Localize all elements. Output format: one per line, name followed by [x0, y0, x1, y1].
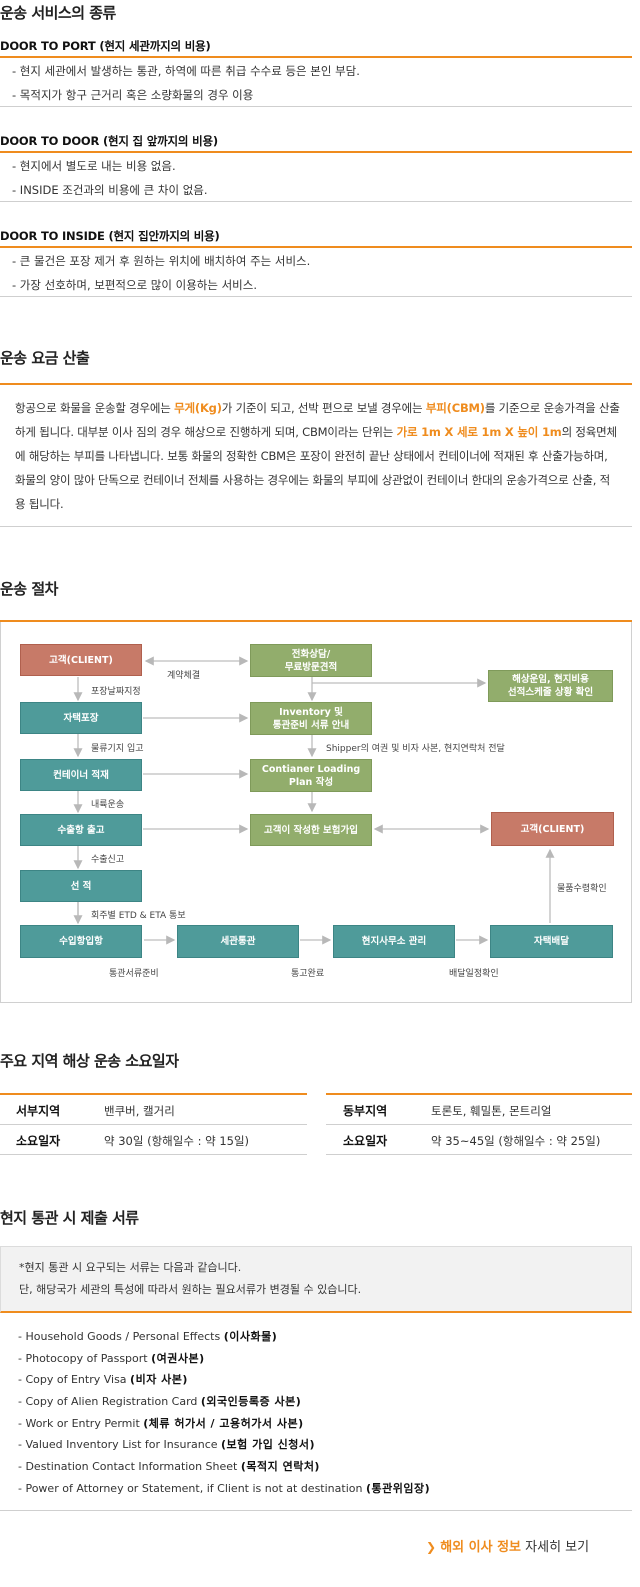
warehouse-label: 물류기지 입고: [91, 744, 144, 754]
documents-title: 현지 통관 시 제출 서류: [0, 1209, 139, 1227]
more-info-link[interactable]: ❯ 해외 이사 정보 자세히 보기: [426, 1536, 589, 1555]
divider: [0, 526, 632, 527]
divider: [0, 1154, 307, 1155]
document-item: - Copy of Entry Visa (비자 사본): [18, 1373, 188, 1386]
notice-line: 단, 해당국가 세관의 특성에 따라서 원하는 필요서류가 변경될 수 있습니다…: [19, 1283, 362, 1296]
document-item: - Photocopy of Passport (여권사본): [18, 1352, 205, 1365]
list-item: - 큰 물건은 포장 제거 후 원하는 위치에 배치하여 주는 서비스.: [12, 254, 311, 268]
shipping-check-box: 해상운임, 현지비용 선적스케줄 상황 확인: [488, 670, 613, 702]
document-item: - Valued Inventory List for Insurance (보…: [18, 1438, 316, 1451]
divider: [326, 1093, 632, 1095]
list-item: - INSIDE 조건과의 비용에 큰 차이 없음.: [12, 183, 208, 197]
insurance-box: 고객이 작성한 보험가입: [250, 814, 372, 846]
cleared-label: 통고완료: [291, 969, 325, 979]
etd-eta-label: 회주별 ETD & ETA 통보: [91, 911, 186, 921]
chevron-right-icon: ❯: [426, 1540, 437, 1554]
loading-plan-box: Contianer Loading Plan 작성: [250, 759, 372, 792]
list-item: - 가장 선호하며, 보편적으로 많이 이용하는 서비스.: [12, 278, 257, 292]
receipt-label: 물품수령확인: [557, 884, 607, 894]
document-item: - Copy of Alien Registration Card (외국인등록…: [18, 1395, 302, 1408]
client-box: 고객(CLIENT): [20, 644, 142, 676]
east-days-value: 약 35~45일 (항해일수 : 약 25일): [431, 1134, 601, 1148]
volume-highlight: 부피(CBM): [425, 401, 485, 415]
packing-box: 자택포장: [20, 702, 142, 734]
weight-highlight: 무게(Kg): [174, 401, 222, 415]
import-port-box: 수입항입항: [20, 925, 142, 958]
delivery-date-label: 배달일정확인: [449, 969, 499, 979]
east-region-label: 동부지역: [343, 1104, 388, 1118]
export-declare-label: 수출신고: [91, 855, 125, 865]
rates-paragraph: 항공으로 화물을 운송할 경우에는 무게(Kg)가 기준이 되고, 선박 편으로…: [15, 401, 620, 511]
document-item: - Household Goods / Personal Effects (이사…: [18, 1330, 278, 1343]
east-days-label: 소요일자: [343, 1134, 388, 1148]
divider: [0, 1124, 307, 1125]
notice-line: *현지 통관 시 요구되는 서류는 다음과 같습니다.: [19, 1261, 242, 1274]
divider: [0, 56, 632, 58]
divider: [0, 620, 632, 622]
document-item: - Work or Entry Permit (체류 허가서 / 고용허가서 사…: [18, 1417, 304, 1430]
office-box: 현지사무소 관리: [333, 925, 455, 958]
divider: [0, 201, 632, 202]
inland-label: 내륙운송: [91, 800, 125, 810]
list-item: - 현지 세관에서 발생하는 통관, 하역에 따른 취급 수수료 등은 본인 부…: [12, 64, 360, 78]
list-item: - 목적지가 항구 근거리 혹은 소량화물의 경우 이용: [12, 88, 254, 102]
cbm-highlight: 가로 1m X 세로 1m X 높이 1m: [396, 425, 562, 439]
documents-notice: *현지 통관 시 요구되는 서류는 다음과 같습니다. 단, 해당국가 세관의 …: [0, 1246, 632, 1313]
divider: [0, 1093, 307, 1095]
west-days-value: 약 30일 (항해일수 : 약 15일): [104, 1134, 250, 1148]
loading-box: 선 적: [20, 870, 142, 902]
door-to-inside-heading: DOOR TO INSIDE (현지 집안까지의 비용): [0, 229, 220, 243]
divider: [0, 246, 632, 248]
divider: [0, 1510, 632, 1511]
transit-title: 주요 지역 해상 운송 소요일자: [0, 1052, 179, 1070]
link-highlight: 해외 이사 정보: [440, 1540, 522, 1555]
document-item: - Power of Attorney or Statement, if Cli…: [18, 1482, 431, 1495]
packing-date-label: 포장날짜지정: [91, 687, 141, 697]
list-item: - 현지에서 별도로 내는 비용 없음.: [12, 159, 176, 173]
delivery-box: 자택배달: [490, 925, 613, 958]
divider: [326, 1154, 632, 1155]
process-title: 운송 절차: [0, 580, 58, 598]
client-box: 고객(CLIENT): [491, 812, 614, 846]
divider: [0, 106, 632, 107]
west-region-label: 서부지역: [16, 1104, 61, 1118]
link-text: 자세히 보기: [521, 1540, 590, 1555]
divider: [326, 1124, 632, 1125]
west-region-cities: 밴쿠버, 캘거리: [104, 1104, 175, 1118]
service-types-title: 운송 서비스의 종류: [0, 4, 116, 22]
container-box: 컨테이너 적재: [20, 759, 142, 791]
west-days-label: 소요일자: [16, 1134, 61, 1148]
inventory-box: Inventory 및 통관준비 서류 안내: [250, 702, 372, 735]
export-box: 수출항 출고: [20, 814, 142, 846]
east-region-cities: 토론토, 훼밀톤, 몬트리얼: [431, 1104, 552, 1118]
rates-title: 운송 요금 산출: [0, 349, 90, 367]
shipper-label: Shipper의 여권 및 비자 사본, 현지연락처 전달: [326, 744, 505, 754]
docs-prep-label: 통관서류준비: [109, 969, 159, 979]
flow-connectors: [73, 656, 555, 945]
door-to-port-heading: DOOR TO PORT (현지 세관까지의 비용): [0, 39, 211, 53]
document-item: - Destination Contact Information Sheet …: [18, 1460, 320, 1473]
divider: [0, 296, 632, 297]
door-to-door-heading: DOOR TO DOOR (현지 집 앞까지의 비용): [0, 134, 218, 148]
contract-label: 계약체결: [167, 671, 201, 681]
divider: [0, 383, 632, 385]
process-flow-diagram: 고객(CLIENT) 전화상담/ 무료방문견적 해상운임, 현지비용 선적스케줄…: [0, 622, 632, 1003]
consult-box: 전화상담/ 무료방문견적: [250, 644, 372, 677]
divider: [0, 151, 632, 153]
customs-box: 세관통관: [177, 925, 299, 958]
